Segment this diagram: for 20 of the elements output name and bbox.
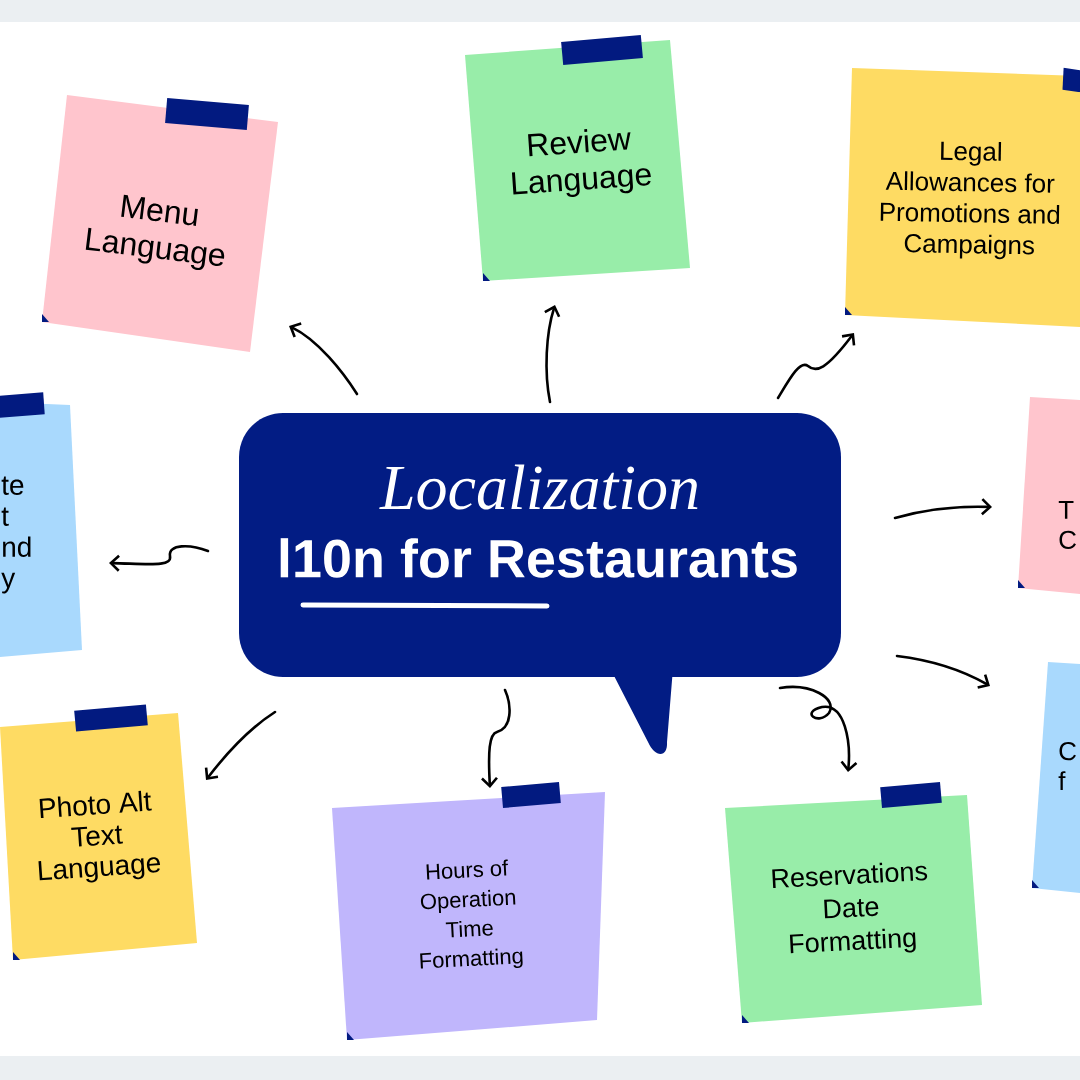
curved-arrow xyxy=(109,544,210,572)
heading: l10n for Restaurants xyxy=(280,538,797,578)
curved-arrow xyxy=(893,498,992,520)
sticky-note: Review Language xyxy=(465,40,690,281)
curved-arrow xyxy=(544,305,561,404)
sticky-note: T C xyxy=(1018,397,1080,594)
sticky-note: Photo Alt Text Language xyxy=(0,713,197,960)
curved-arrow xyxy=(289,322,359,396)
sticky-note: Reservations Date Formatting xyxy=(725,795,982,1023)
curved-arrow xyxy=(895,654,990,689)
sticky-note: C f xyxy=(1032,662,1080,893)
speech-bubble xyxy=(239,413,841,754)
curved-arrow xyxy=(481,688,511,788)
curved-arrow xyxy=(204,710,277,780)
sticky-note: Legal Allowances for Promotions and Campaigns xyxy=(845,68,1080,327)
sticky-note: Menu Language xyxy=(42,95,278,352)
script-heading: Localization xyxy=(379,464,698,510)
curved-arrow xyxy=(778,685,858,772)
curved-arrow xyxy=(776,333,856,400)
sticky-note: Hours of Operation Time Formatting xyxy=(332,792,605,1040)
